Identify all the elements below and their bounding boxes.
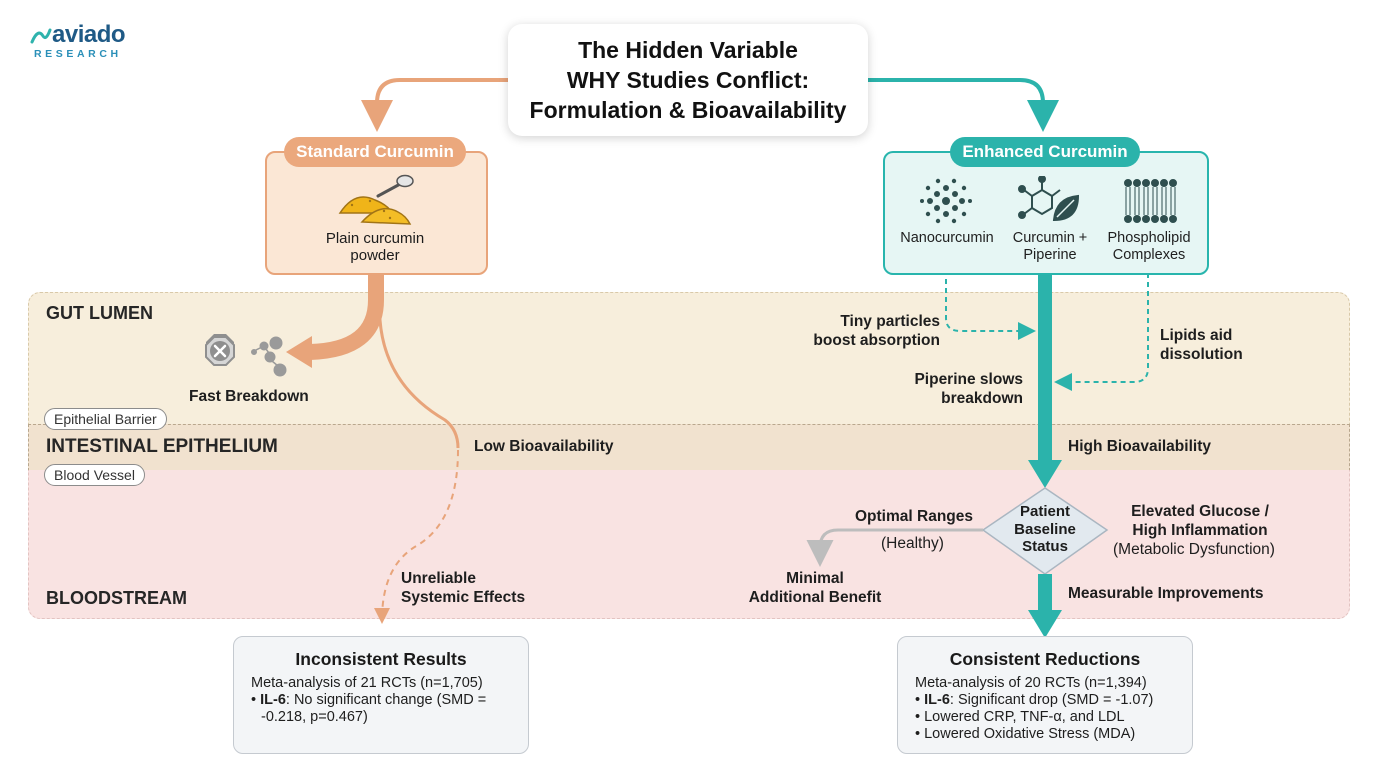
patient-baseline-line-1: Patient bbox=[1019, 503, 1070, 520]
tiny-particles-label: Tiny particles boost absorption bbox=[790, 312, 940, 350]
diamond-to-results-trunk bbox=[1038, 574, 1052, 612]
consistent-reductions-box: Consistent Reductions Meta-analysis of 2… bbox=[897, 636, 1193, 754]
breakdown-x-icon bbox=[205, 334, 235, 366]
phospholipid-line-2: Complexes bbox=[1112, 247, 1186, 263]
right-crp-line: • Lowered CRP, TNF-α, and LDL bbox=[915, 709, 1125, 725]
right-mda-line: • Lowered Oxidative Stress (MDA) bbox=[915, 726, 1136, 742]
minimal-benefit-label: Minimal Additional Benefit bbox=[735, 569, 895, 607]
nanocurcumin-overlay-icon bbox=[920, 178, 972, 224]
title-to-standard-arrow bbox=[361, 78, 508, 132]
piperine-overlay-icon bbox=[1018, 176, 1080, 222]
piperine-slows-line-1: Piperine slows bbox=[914, 371, 1023, 388]
logo-word: aviado bbox=[52, 21, 126, 48]
inconsistent-results-title: Inconsistent Results bbox=[295, 649, 467, 669]
right-meta-analysis-line: Meta-analysis of 20 RCTs (n=1,394) bbox=[915, 675, 1147, 691]
logo-subtitle: RESEARCH bbox=[34, 48, 122, 60]
gut-lumen-zone bbox=[28, 292, 1350, 426]
title-line-1: The Hidden Variable bbox=[578, 37, 798, 63]
phospholipid-dashed-arrow bbox=[1054, 264, 1149, 391]
curcumin-powder-overlay-icon bbox=[338, 174, 414, 225]
lipids-line-2: dissolution bbox=[1160, 346, 1243, 363]
right-mda-text: Lowered Oxidative Stress (MDA) bbox=[924, 726, 1136, 742]
enhanced-icons-overlay bbox=[920, 176, 1177, 224]
lipids-label: Lipids aid dissolution bbox=[1160, 326, 1243, 364]
elevated-line-1: Elevated Glucose / bbox=[1131, 503, 1269, 520]
blood-vessel-pill: Blood Vessel bbox=[44, 464, 145, 486]
elevated-label: Elevated Glucose / High Inflammation bbox=[1110, 502, 1290, 540]
tiny-particles-line-1: Tiny particles bbox=[840, 313, 940, 330]
phospholipid-line-1: Phospholipid bbox=[1107, 230, 1191, 246]
nanocurcumin-label: Nanocurcumin bbox=[900, 230, 994, 246]
enhanced-curcumin-badge: Enhanced Curcumin bbox=[950, 137, 1140, 167]
title-line-3: Formulation & Bioavailability bbox=[529, 97, 847, 123]
standard-thin-flow bbox=[378, 272, 460, 449]
measurable-improvements-label: Measurable Improvements bbox=[1068, 585, 1264, 602]
enhanced-curcumin-box bbox=[883, 151, 1209, 275]
left-meta-analysis-line: Meta-analysis of 21 RCTs (n=1,705) bbox=[251, 675, 483, 691]
right-il6-bold: IL-6 bbox=[924, 692, 950, 708]
epithelial-barrier-pill: Epithelial Barrier bbox=[44, 408, 167, 430]
right-il6-line: • IL-6: Significant drop (SMD = -1.07) bbox=[915, 692, 1154, 708]
intestinal-epithelium-label: INTESTINAL EPITHELIUM bbox=[46, 436, 278, 457]
plain-curcumin-label: Plain curcumin powder bbox=[270, 230, 480, 264]
curcumin-piperine-label: Curcumin + Piperine bbox=[1000, 230, 1100, 264]
phospholipid-overlay-icon bbox=[1124, 179, 1177, 223]
fast-breakdown-label: Fast Breakdown bbox=[189, 388, 309, 405]
patient-baseline-line-3: Status bbox=[1022, 538, 1068, 555]
piperine-slows-label: Piperine slows breakdown bbox=[880, 370, 1023, 408]
phospholipid-label: Phospholipid Complexes bbox=[1098, 230, 1200, 264]
standard-to-breakdown-arrowhead bbox=[286, 336, 312, 368]
tiny-particles-line-2: boost absorption bbox=[813, 332, 940, 349]
consistent-reductions-title: Consistent Reductions bbox=[949, 649, 1141, 669]
enhanced-trunk bbox=[1038, 272, 1052, 462]
aviado-logo: aviado RESEARCH bbox=[30, 21, 126, 60]
enhanced-trunk-arrowhead bbox=[1028, 460, 1062, 488]
right-il6-rest: : Significant drop (SMD = -1.07) bbox=[949, 692, 1154, 708]
unreliable-effects-label: Unreliable Systemic Effects bbox=[401, 569, 525, 607]
unreliable-line-1: Unreliable bbox=[401, 570, 476, 587]
metabolic-label: (Metabolic Dysfunction) bbox=[1113, 541, 1275, 558]
diamond-to-results-arrowhead bbox=[1028, 610, 1062, 638]
logo-mark-icon bbox=[30, 28, 52, 44]
healthy-label: (Healthy) bbox=[881, 535, 944, 552]
standard-to-breakdown-flow bbox=[309, 272, 384, 360]
left-il6-cont: -0.218, p=0.467) bbox=[261, 709, 368, 725]
high-bioavailability-label: High Bioavailability bbox=[1068, 438, 1211, 455]
title-to-enhanced-arrow bbox=[868, 78, 1059, 132]
elevated-line-2: High Inflammation bbox=[1132, 522, 1268, 539]
right-crp-text: Lowered CRP, TNF-α, and LDL bbox=[924, 709, 1125, 725]
standard-curcumin-badge: Standard Curcumin bbox=[284, 137, 466, 167]
patient-baseline-line-2: Baseline bbox=[1014, 520, 1076, 538]
minimal-line-1: Minimal bbox=[786, 570, 844, 587]
bloodstream-label: BLOODSTREAM bbox=[46, 588, 187, 608]
plain-curcumin-line-2: powder bbox=[350, 247, 400, 264]
low-bioavailability-label: Low Bioavailability bbox=[474, 438, 614, 455]
optimal-ranges-label: Optimal Ranges bbox=[855, 508, 973, 525]
unreliable-line-2: Systemic Effects bbox=[401, 589, 526, 606]
gut-lumen-label: GUT LUMEN bbox=[46, 303, 153, 323]
standard-dashed-flow bbox=[374, 449, 459, 624]
title-box: The Hidden Variable WHY Studies Conflict… bbox=[508, 24, 868, 136]
optimal-gray-arrow bbox=[806, 528, 983, 567]
left-il6-bold: IL-6 bbox=[260, 692, 286, 708]
bloodstream-zone bbox=[28, 470, 1350, 619]
fragments-icon bbox=[251, 336, 287, 377]
left-il6-line: • IL-6: No significant change (SMD = bbox=[251, 692, 487, 708]
curcumin-piperine-line-2: Piperine bbox=[1023, 247, 1077, 263]
nano-dashed-arrow bbox=[945, 252, 1036, 340]
minimal-line-2: Additional Benefit bbox=[748, 589, 882, 606]
title-line-2: WHY Studies Conflict: bbox=[566, 67, 810, 93]
left-il6-rest: : No significant change (SMD = bbox=[285, 692, 487, 708]
patient-baseline-label: Patient Baseline Status bbox=[990, 503, 1100, 556]
curcumin-piperine-line-1: Curcumin + bbox=[1012, 230, 1088, 246]
piperine-slows-line-2: breakdown bbox=[941, 390, 1023, 407]
inconsistent-results-box: Inconsistent Results Meta-analysis of 21… bbox=[233, 636, 529, 754]
lipids-line-1: Lipids aid bbox=[1160, 327, 1233, 344]
plain-curcumin-line-1: Plain curcumin bbox=[325, 230, 425, 247]
